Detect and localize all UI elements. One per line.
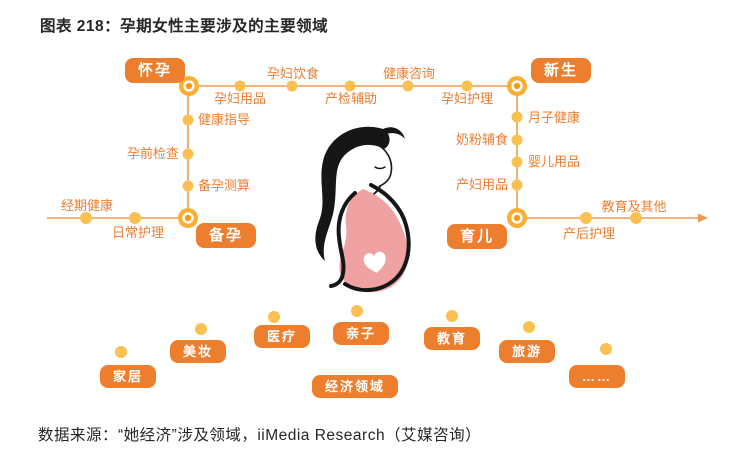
item-baby-supplies: 婴儿用品 (528, 154, 581, 169)
bubble-dot (600, 343, 612, 355)
item-postpartum-supplies: 产妇用品 (455, 177, 508, 192)
ring-pregnancy (179, 76, 199, 96)
bubble-dot (115, 346, 127, 358)
item-period-health: 经期健康 (60, 198, 114, 213)
item-maternal-food: 孕妇饮食 (266, 66, 320, 81)
ring-parenting (507, 208, 527, 228)
pregnant-woman-icon (315, 126, 411, 293)
stage-badge-newborn: 新生 (531, 58, 592, 83)
bubble-dot (351, 305, 363, 317)
item-maternal-supplies: 孕妇用品 (213, 91, 267, 106)
arrow-head (698, 213, 708, 223)
stage-badge-preparation: 备孕 (196, 223, 257, 248)
item-health-consult: 健康咨询 (382, 66, 436, 81)
bubble-ellipsis: …… (569, 365, 625, 388)
ring-preparation (178, 208, 198, 228)
bubble-economy: 经济领域 (312, 375, 399, 398)
item-education-others: 教育及其他 (601, 199, 667, 214)
bubble-beauty: 美妆 (170, 340, 227, 363)
item-checkup-assist: 产检辅助 (324, 91, 378, 106)
item-daily-care: 日常护理 (111, 225, 165, 240)
item-conception-calc: 备孕测算 (198, 178, 251, 193)
stage-badge-pregnancy: 怀孕 (125, 58, 186, 83)
item-prepregnancy-check: 孕前检查 (126, 146, 179, 161)
bubble-home: 家居 (100, 365, 157, 388)
item-postpartum-care: 产后护理 (562, 226, 616, 241)
item-dots (80, 80, 642, 224)
data-source-note: 数据来源：“她经济”涉及领域，iiMedia Research（艾媒咨询） (38, 427, 482, 444)
ring-newborn (507, 76, 527, 96)
item-milk-supplement: 奶粉辅食 (455, 132, 508, 147)
bubble-dot (446, 310, 458, 322)
figure-title: 图表 218：孕期女性主要涉及的主要领域 (40, 18, 329, 35)
stage-ring-nodes (178, 76, 527, 228)
heart-icon (363, 251, 386, 273)
bubble-education: 教育 (424, 327, 481, 350)
stage-badge-parenting: 育儿 (447, 224, 508, 249)
bubble-dot (268, 311, 280, 323)
bubble-medical: 医疗 (254, 325, 311, 348)
item-confinement-health: 月子健康 (528, 110, 581, 125)
bubble-dot (523, 321, 535, 333)
bubble-travel: 旅游 (499, 340, 556, 363)
bubble-parenting: 亲子 (333, 322, 390, 345)
bubble-dot (195, 323, 207, 335)
item-maternal-care: 孕妇护理 (440, 91, 494, 106)
item-health-guidance: 健康指导 (198, 112, 251, 127)
